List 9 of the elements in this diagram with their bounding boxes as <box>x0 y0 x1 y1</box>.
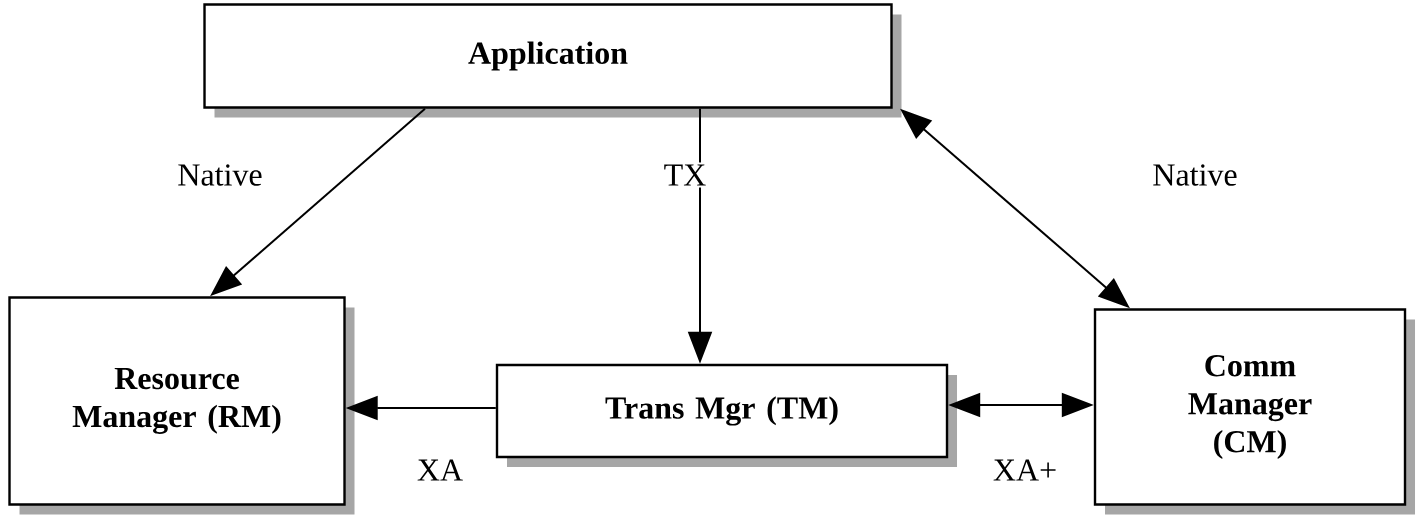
box: Resource Manager (RM) <box>8 296 346 506</box>
edge-label: Native <box>1150 162 1240 188</box>
box: Trans Mgr (TM) <box>495 363 949 459</box>
edge-label: XA <box>414 457 466 483</box>
edge-label: Native <box>175 162 265 188</box>
edge-label: XA+ <box>990 457 1060 483</box>
box: Comm Manager (CM) <box>1093 308 1407 506</box>
box: Application <box>203 3 893 109</box>
edge-label: TX <box>661 162 709 188</box>
